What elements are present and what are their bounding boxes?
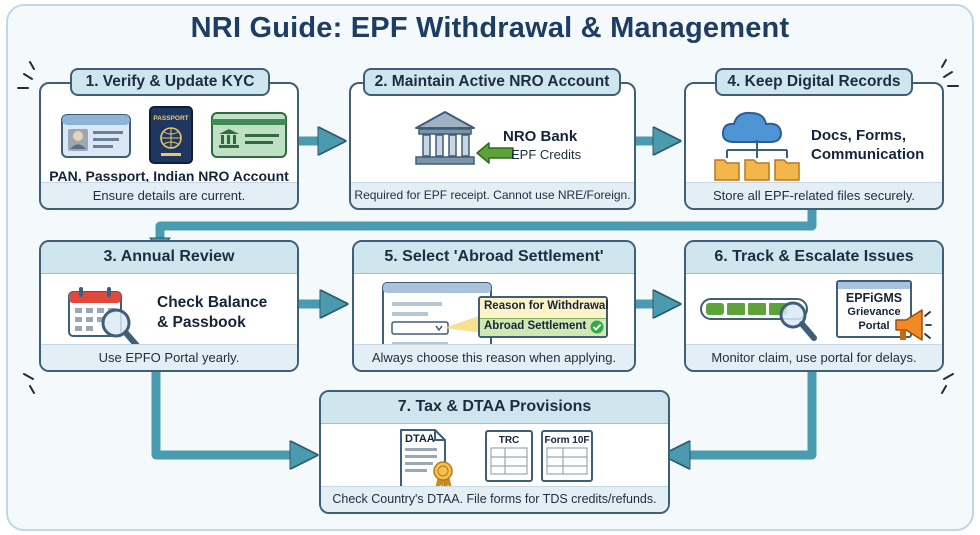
step-3-label-line1: Check Balance — [157, 294, 268, 311]
folder-icon — [714, 140, 800, 181]
incoming-arrow-icon — [476, 142, 514, 164]
step-5-heading: 5. Select 'Abroad Settlement' — [354, 242, 634, 274]
step-3-card: 3. Annual Review Check Balance & Passboo… — [39, 240, 299, 372]
step-3-heading: 3. Annual Review — [41, 242, 297, 274]
step-7-heading: 7. Tax & DTAA Provisions — [321, 392, 668, 424]
reason-dropdown: Reason for Withdrawal Abroad Settlement — [478, 296, 609, 338]
sparkle-left-bottom — [23, 373, 35, 394]
svg-text:PASSPORT: PASSPORT — [153, 115, 188, 122]
step-6-footer: Monitor claim, use portal for delays. — [686, 344, 942, 370]
arrow-3-to-7 — [151, 372, 304, 455]
svg-text:DTAA: DTAA — [405, 433, 435, 445]
step-4-label-line1: Docs, Forms, — [811, 127, 907, 144]
svg-text:TRC: TRC — [499, 435, 520, 446]
bank-label: NRO Bank — [503, 128, 578, 145]
step-2-card: NRO Bank EPF Credits Required for EPF re… — [349, 82, 636, 210]
arrow-6-to-7 — [676, 372, 817, 455]
magnifier-icon — [779, 301, 817, 341]
sparkle-right-bottom — [941, 373, 954, 394]
reason-label: Reason for Withdrawal — [484, 300, 609, 312]
step-5-card: 5. Select 'Abroad Settlement' Reason for… — [352, 240, 636, 372]
step-4-footer: Store all EPF-related files securely. — [686, 182, 942, 208]
arrow-4-to-3 — [155, 210, 817, 240]
step-2-footer: Required for EPF receipt. Cannot use NRE… — [351, 182, 634, 208]
sparkle-left-top — [17, 61, 35, 89]
megaphone-icon — [895, 309, 932, 341]
credit-label: EPF Credits — [511, 147, 582, 162]
step-5-footer: Always choose this reason when applying. — [354, 344, 634, 370]
step-6-card: 6. Track & Escalate Issues EPFiGMS Griev… — [684, 240, 944, 372]
cloud-icon — [721, 111, 783, 143]
form-icon: Form 10F — [541, 430, 593, 482]
step-4-label-line2: Communication — [811, 146, 925, 163]
portal-line1: EPFiGMS — [845, 291, 903, 305]
magnifier-icon — [101, 308, 142, 351]
bank-building-icon — [415, 111, 475, 165]
step-4-heading: 4. Keep Digital Records — [715, 68, 913, 96]
page-title: NRI Guide: EPF Withdrawal & Management — [190, 12, 790, 44]
sparkle-right-top — [941, 59, 959, 87]
step-3-footer: Use EPFO Portal yearly. — [41, 344, 297, 370]
reason-value: Abroad Settlement — [484, 320, 587, 332]
step-1-footer: Ensure details are current. — [41, 182, 297, 208]
step-2-heading: 2. Maintain Active NRO Account — [363, 68, 621, 96]
step-4-card: Docs, Forms, Communication Store all EPF… — [684, 82, 944, 210]
step-1-heading: 1. Verify & Update KYC — [70, 68, 270, 96]
portal-line2: Grievance — [847, 306, 901, 318]
step-7-card: 7. Tax & DTAA Provisions DTAA TRC Form 1… — [319, 390, 670, 514]
step-1-card: PASSPORT PAN, Passport, Indian NRO Accou… — [39, 82, 299, 210]
bank-card-icon — [211, 112, 287, 158]
form-icon: TRC — [485, 430, 533, 482]
passport-icon: PASSPORT — [149, 106, 193, 164]
portal-line3: Portal — [858, 320, 890, 332]
seal-icon — [433, 461, 453, 489]
step-7-footer: Check Country's DTAA. File forms for TDS… — [321, 486, 668, 512]
svg-text:Form 10F: Form 10F — [544, 435, 589, 446]
step-6-heading: 6. Track & Escalate Issues — [686, 242, 942, 274]
step-3-label-line2: & Passbook — [157, 314, 246, 331]
id-card-icon — [61, 114, 131, 158]
checkmark-icon — [590, 320, 604, 334]
step-1-caption: PAN, Passport, Indian NRO Account — [49, 168, 289, 184]
